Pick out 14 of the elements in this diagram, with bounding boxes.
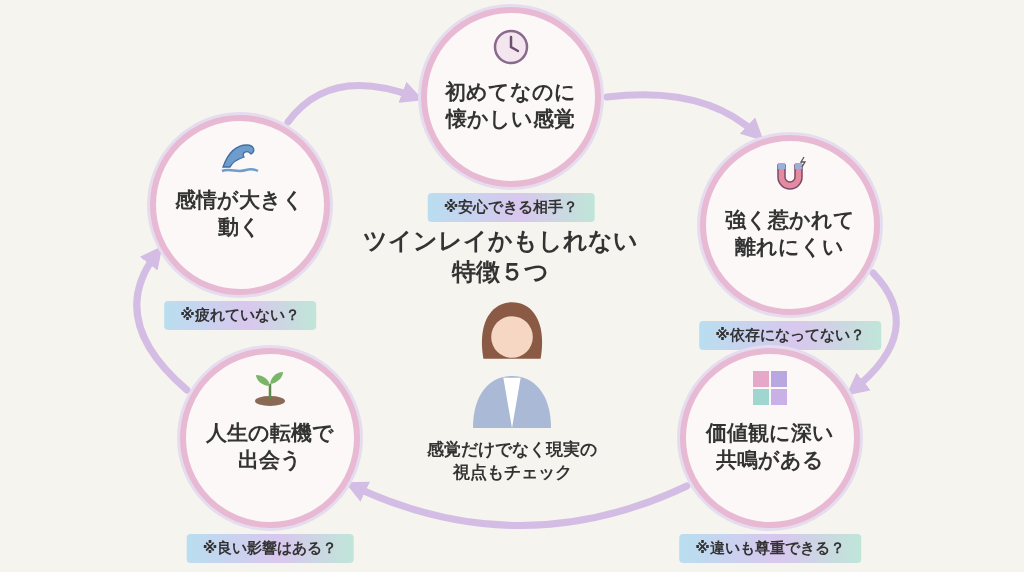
note-label: ※違いも尊重できる？ — [679, 534, 861, 563]
note-label: ※疲れていない？ — [164, 301, 316, 330]
title: ツインレイかもしれない特徴５つ — [362, 226, 638, 289]
arrow — [846, 269, 900, 396]
note-label: ※安心できる相手？ — [427, 193, 595, 222]
note-label: ※依存になってない？ — [699, 321, 881, 350]
note-label: ※良い影響はある？ — [186, 534, 354, 563]
node-text: 価値観に深い共鳴がある — [704, 420, 835, 475]
node-text: 人生の転機で出会う — [205, 420, 335, 475]
arrow — [603, 91, 764, 141]
node-text: 感情が大きく動く — [174, 187, 306, 242]
node-text: 強く惹かれて離れにくい — [724, 207, 856, 262]
note-text: 感覚だけでなく現実の視点もチェック — [427, 438, 597, 484]
node-text: 初めてなのに懐かしい感覚 — [444, 79, 578, 134]
